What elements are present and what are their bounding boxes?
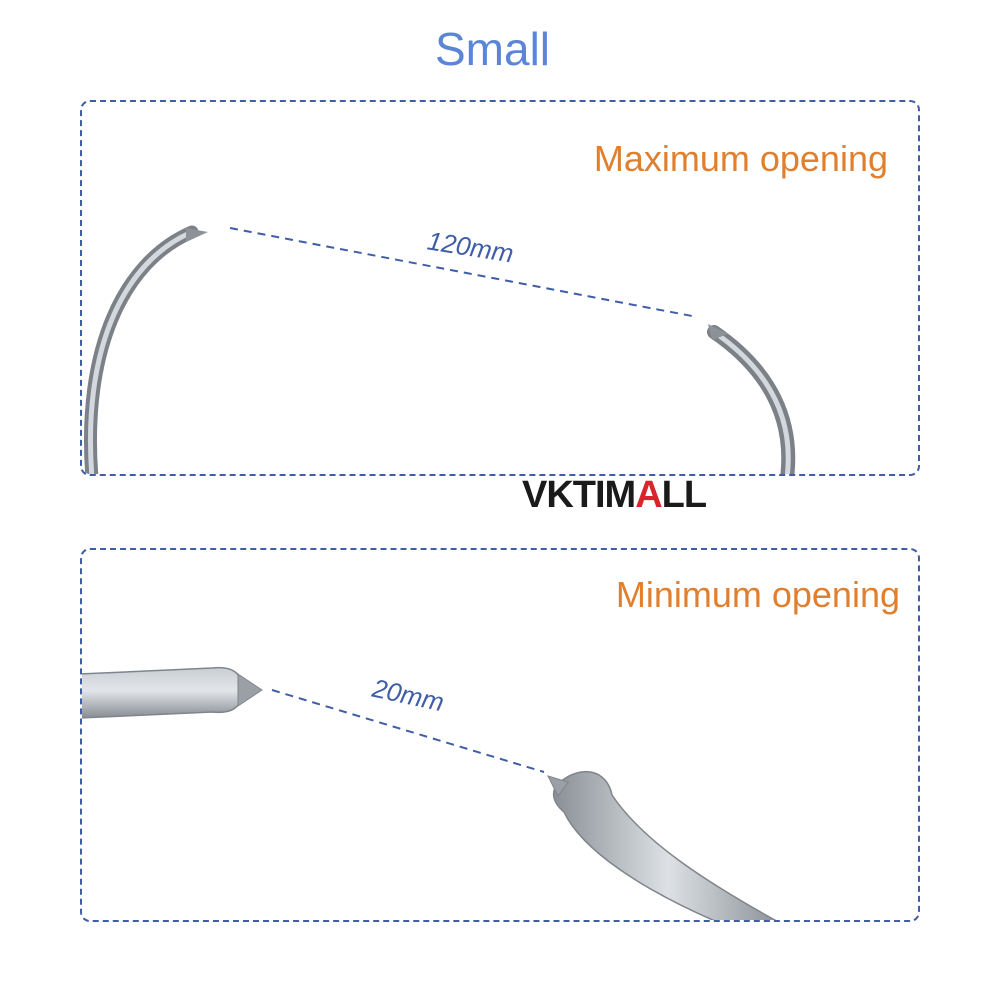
brand-logo: VKTIMALL <box>522 470 707 520</box>
brand-logo-text: VKTIMALL <box>522 474 707 516</box>
minimum-opening-panel: Minimum opening 20mm <box>80 548 920 922</box>
size-heading: Small <box>434 23 551 75</box>
maximum-opening-label: Maximum opening <box>593 138 888 179</box>
minimum-measure-line <box>271 689 545 773</box>
minimum-opening-label: Minimum opening <box>615 574 900 615</box>
minimum-opening-ring-illustration <box>82 666 777 920</box>
maximum-opening-ring-illustration <box>83 225 796 474</box>
rod-right-tip <box>547 775 569 797</box>
rod-left-tip <box>237 673 263 707</box>
rod-left-end <box>82 666 243 719</box>
maximum-opening-panel: Maximum opening 120mm <box>80 100 920 476</box>
ring-left-tip <box>186 228 208 242</box>
ring-right-tip <box>708 324 728 340</box>
rod-right-end <box>552 771 777 920</box>
